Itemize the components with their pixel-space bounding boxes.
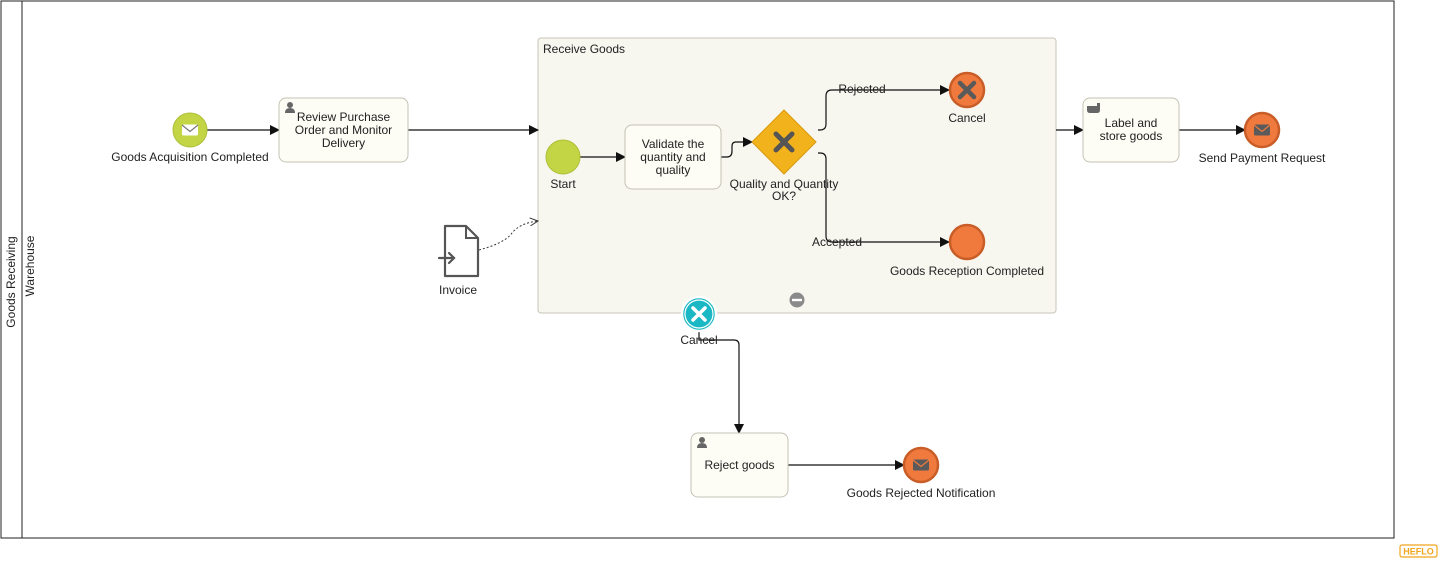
flow-label-accepted: Accepted	[812, 235, 862, 249]
flow-validate-to-gateway[interactable]	[721, 137, 753, 158]
task-label-and-store-goods[interactable]	[1082, 97, 1180, 163]
event-label: Start	[550, 177, 576, 191]
boundary-event-cancel[interactable]: Cancel	[680, 295, 718, 347]
event-label: Goods Acquisition Completed	[111, 150, 268, 164]
lane[interactable]: Warehouse	[23, 235, 37, 296]
flow-label-rejected: Rejected	[838, 82, 885, 96]
flow-rejected[interactable]	[818, 85, 950, 131]
subprocess-title: Receive Goods	[543, 42, 625, 56]
event-start[interactable]: Start	[545, 139, 581, 191]
envelope-filled-icon	[912, 459, 930, 471]
data-association-invoice[interactable]	[478, 221, 538, 251]
event-cancel-end[interactable]: Cancel	[948, 71, 986, 125]
envelope-icon	[181, 123, 199, 137]
envelope-filled-icon	[1253, 124, 1271, 136]
event-label: Cancel	[948, 111, 985, 125]
data-object-invoice[interactable]: Invoice	[437, 224, 480, 297]
event-label: Goods Reception Completed	[890, 264, 1044, 278]
event-label: Send Payment Request	[1199, 151, 1326, 165]
event-label: Goods Rejected Notification	[847, 486, 996, 500]
event-label: Cancel	[680, 333, 717, 347]
sequence-flows	[207, 85, 1246, 470]
event-goods-acquisition-completed[interactable]: Goods Acquisition Completed	[111, 112, 269, 164]
gateway-quality-quantity[interactable]: Quality and Quantity OK?	[730, 109, 839, 203]
event-goods-reception-completed[interactable]: Goods Reception Completed	[890, 223, 1044, 278]
subprocess-receive-goods[interactable]: Receive Goods	[537, 37, 1057, 314]
flow-accepted[interactable]	[818, 152, 950, 247]
pool-name: Goods Receiving	[4, 236, 18, 327]
cancel-x-icon	[691, 306, 707, 322]
event-goods-rejected-notification[interactable]: Goods Rejected Notification	[847, 446, 996, 500]
logo-text: HEFLO	[1403, 547, 1434, 557]
event-send-payment-request[interactable]: Send Payment Request	[1199, 111, 1326, 165]
input-arrow-icon	[437, 251, 456, 265]
data-object-label: Invoice	[439, 283, 477, 297]
exclusive-x-icon	[773, 131, 795, 153]
task-reject-goods[interactable]	[690, 432, 789, 498]
lane-name: Warehouse	[23, 235, 37, 296]
task-review-purchase-order[interactable]	[278, 97, 409, 163]
cancel-x-icon	[957, 80, 977, 100]
task-validate-quantity-quality[interactable]	[624, 124, 722, 190]
manual-task-hand-icon	[1087, 103, 1100, 113]
heflo-logo: HEFLO	[1399, 544, 1438, 558]
gateway-label-line1: Quality and Quantity	[730, 177, 839, 191]
collapse-icon[interactable]	[789, 292, 805, 308]
flow-cancel-to-reject[interactable]	[698, 331, 744, 434]
gateway-label-line2: OK?	[772, 189, 796, 203]
